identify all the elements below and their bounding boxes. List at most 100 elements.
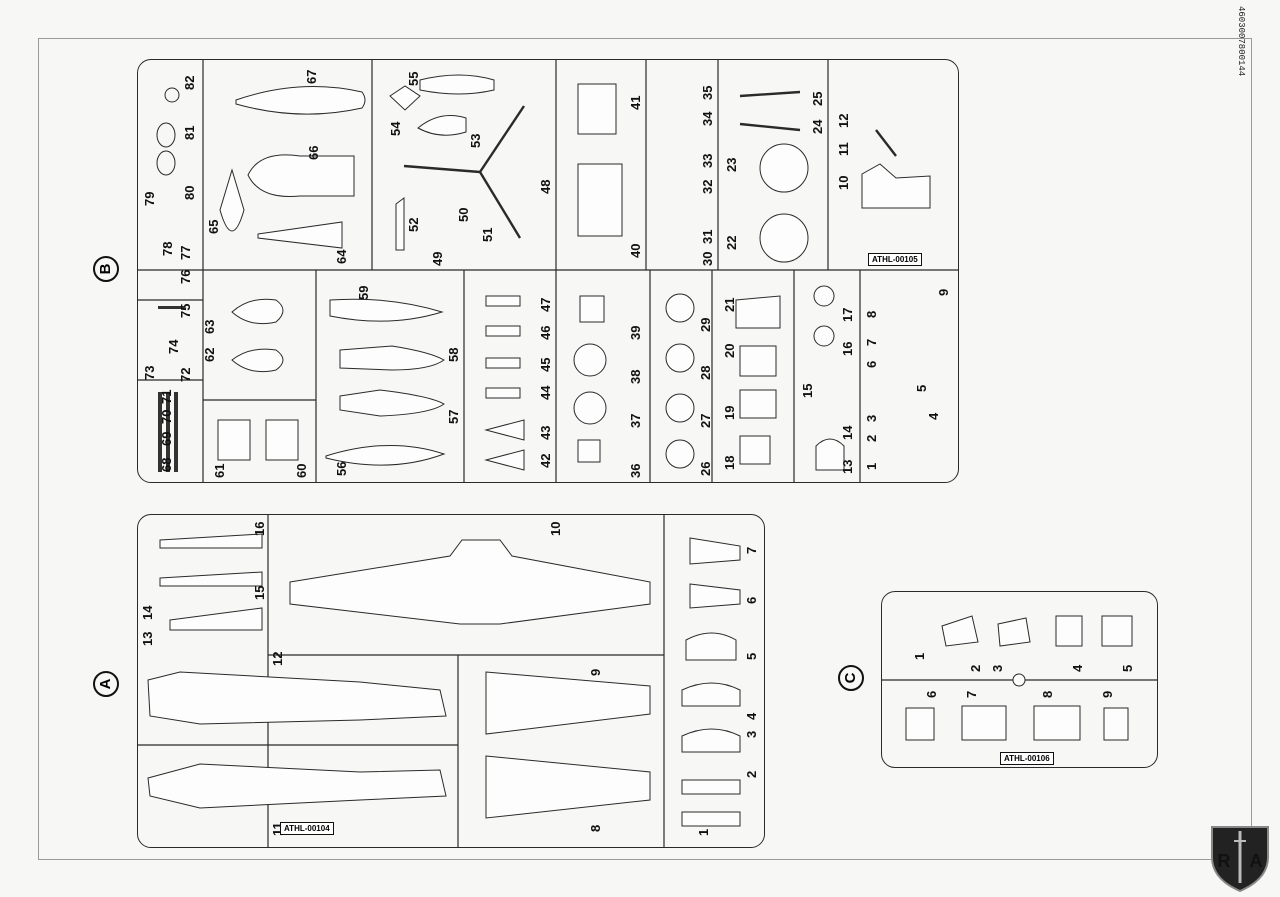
part-number-27: 27 <box>698 414 713 428</box>
part-number-14: 14 <box>840 425 855 440</box>
part-number-45: 45 <box>538 358 553 372</box>
part-number-13: 13 <box>840 460 855 474</box>
part-number-5: 5 <box>1120 665 1135 672</box>
part-number-82: 82 <box>182 76 197 90</box>
logo-letter-left: R <box>1218 851 1231 871</box>
part-number-42: 42 <box>538 454 553 468</box>
ra-shield-logo: R A <box>1211 826 1269 893</box>
part-number-38: 38 <box>628 370 643 384</box>
part-number-8: 8 <box>1040 691 1055 698</box>
part-number-26: 26 <box>698 462 713 476</box>
part-number-39: 39 <box>628 326 643 340</box>
part-number-29: 29 <box>698 318 713 332</box>
part-number-53: 53 <box>468 134 483 148</box>
sprue-a-code: ATHL-00104 <box>280 822 334 835</box>
part-number-31: 31 <box>700 230 715 244</box>
part-number-75: 75 <box>178 304 193 318</box>
part-number-79: 79 <box>142 192 157 206</box>
part-number-15: 15 <box>252 586 267 600</box>
part-number-6: 6 <box>924 691 939 698</box>
part-number-30: 30 <box>700 252 715 266</box>
part-number-61: 61 <box>212 464 227 478</box>
part-number-67: 67 <box>304 70 319 84</box>
part-number-81: 81 <box>182 126 197 140</box>
page-border <box>38 38 1252 860</box>
part-number-63: 63 <box>202 320 217 334</box>
sprue-a-letter: A <box>97 678 114 690</box>
part-number-9: 9 <box>1100 691 1115 698</box>
part-number-56: 56 <box>334 462 349 476</box>
part-number-55: 55 <box>406 72 421 86</box>
part-number-5: 5 <box>744 653 759 660</box>
part-number-18: 18 <box>722 456 737 470</box>
part-number-3: 3 <box>990 665 1005 672</box>
part-number-47: 47 <box>538 298 553 312</box>
sprue-b-letter: B <box>97 263 114 275</box>
part-number-10: 10 <box>548 522 563 536</box>
part-number-3: 3 <box>864 415 879 422</box>
part-number-66: 66 <box>306 146 321 160</box>
part-number-62: 62 <box>202 348 217 362</box>
part-number-7: 7 <box>864 339 879 346</box>
part-number-76: 76 <box>178 270 193 284</box>
part-number-23: 23 <box>724 158 739 172</box>
part-number-19: 19 <box>722 406 737 420</box>
part-number-14: 14 <box>140 605 155 620</box>
part-number-22: 22 <box>724 236 739 250</box>
part-number-60: 60 <box>294 464 309 478</box>
sprue-c-label: C <box>838 665 864 691</box>
part-number-73: 73 <box>142 366 157 380</box>
part-number-28: 28 <box>698 366 713 380</box>
part-number-24: 24 <box>810 119 825 134</box>
part-number-10: 10 <box>836 176 851 190</box>
part-number-25: 25 <box>810 92 825 106</box>
sprue-c-letter: C <box>842 672 859 684</box>
part-number-12: 12 <box>270 652 285 666</box>
part-number-11: 11 <box>836 142 851 156</box>
part-number-8: 8 <box>864 311 879 318</box>
part-number-49: 49 <box>430 252 445 266</box>
part-number-41: 41 <box>628 96 643 110</box>
part-number-34: 34 <box>700 111 715 126</box>
part-number-3: 3 <box>744 731 759 738</box>
sprue-c-code: ATHL-00106 <box>1000 752 1054 765</box>
logo-letter-right: A <box>1250 851 1263 871</box>
part-number-13: 13 <box>140 632 155 646</box>
part-number-46: 46 <box>538 326 553 340</box>
part-number-9: 9 <box>588 669 603 676</box>
part-number-74: 74 <box>166 339 181 354</box>
part-number-37: 37 <box>628 414 643 428</box>
part-number-51: 51 <box>480 228 495 242</box>
sprue-b-code: ATHL-00105 <box>868 253 922 266</box>
part-number-5: 5 <box>914 385 929 392</box>
part-number-15: 15 <box>800 384 815 398</box>
part-number-43: 43 <box>538 426 553 440</box>
part-number-65: 65 <box>206 220 221 234</box>
part-number-57: 57 <box>446 410 461 424</box>
part-number-4: 4 <box>926 412 941 420</box>
part-number-70: 70 <box>159 410 174 424</box>
part-number-80: 80 <box>182 186 197 200</box>
part-number-2: 2 <box>744 771 759 778</box>
part-number-69: 69 <box>159 432 174 446</box>
part-number-64: 64 <box>334 249 349 264</box>
sprue-a-label: A <box>93 671 119 697</box>
part-number-32: 32 <box>700 180 715 194</box>
part-number-17: 17 <box>840 308 855 322</box>
sprue-b-frame <box>137 59 959 483</box>
part-number-52: 52 <box>406 218 421 232</box>
sprue-a-frame <box>137 514 765 848</box>
part-number-4: 4 <box>1070 664 1085 672</box>
part-number-48: 48 <box>538 180 553 194</box>
part-number-44: 44 <box>538 385 553 400</box>
part-number-8: 8 <box>588 825 603 832</box>
part-number-54: 54 <box>388 121 403 136</box>
part-number-7: 7 <box>964 691 979 698</box>
part-number-1: 1 <box>696 829 711 836</box>
sprue-b-label: B <box>93 256 119 282</box>
part-number-9: 9 <box>936 289 951 296</box>
part-number-21: 21 <box>722 298 737 312</box>
part-number-6: 6 <box>744 597 759 604</box>
part-number-72: 72 <box>178 368 193 382</box>
